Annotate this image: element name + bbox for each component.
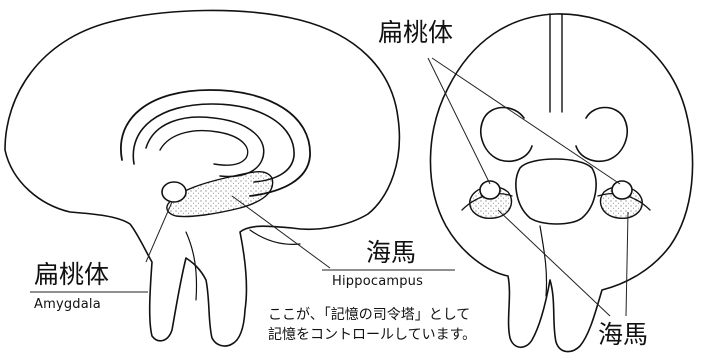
amygdala-label-en: Amygdala bbox=[34, 298, 101, 311]
caption-line-2: 記憶をコントロールしています。 bbox=[268, 328, 476, 342]
hippocampus-label-jp-center: 海馬 bbox=[366, 240, 416, 265]
amygdala-right-2 bbox=[612, 181, 632, 199]
hippocampus-label-en: Hippocampus bbox=[332, 275, 423, 288]
coronal-brain bbox=[430, 14, 692, 352]
amygdala-label-jp-right: 扁桃体 bbox=[378, 20, 453, 45]
amygdala-label-jp-left: 扁桃体 bbox=[34, 262, 109, 287]
sagittal-brain-outline bbox=[5, 10, 399, 346]
hippocampus-label-jp-right: 海馬 bbox=[598, 322, 648, 347]
caption-line-1: ここが、「記憶の司令塔」として bbox=[268, 308, 470, 322]
amygdala-left bbox=[162, 182, 186, 202]
sagittal-brain bbox=[5, 10, 399, 346]
cerebellum-fold bbox=[250, 230, 300, 244]
